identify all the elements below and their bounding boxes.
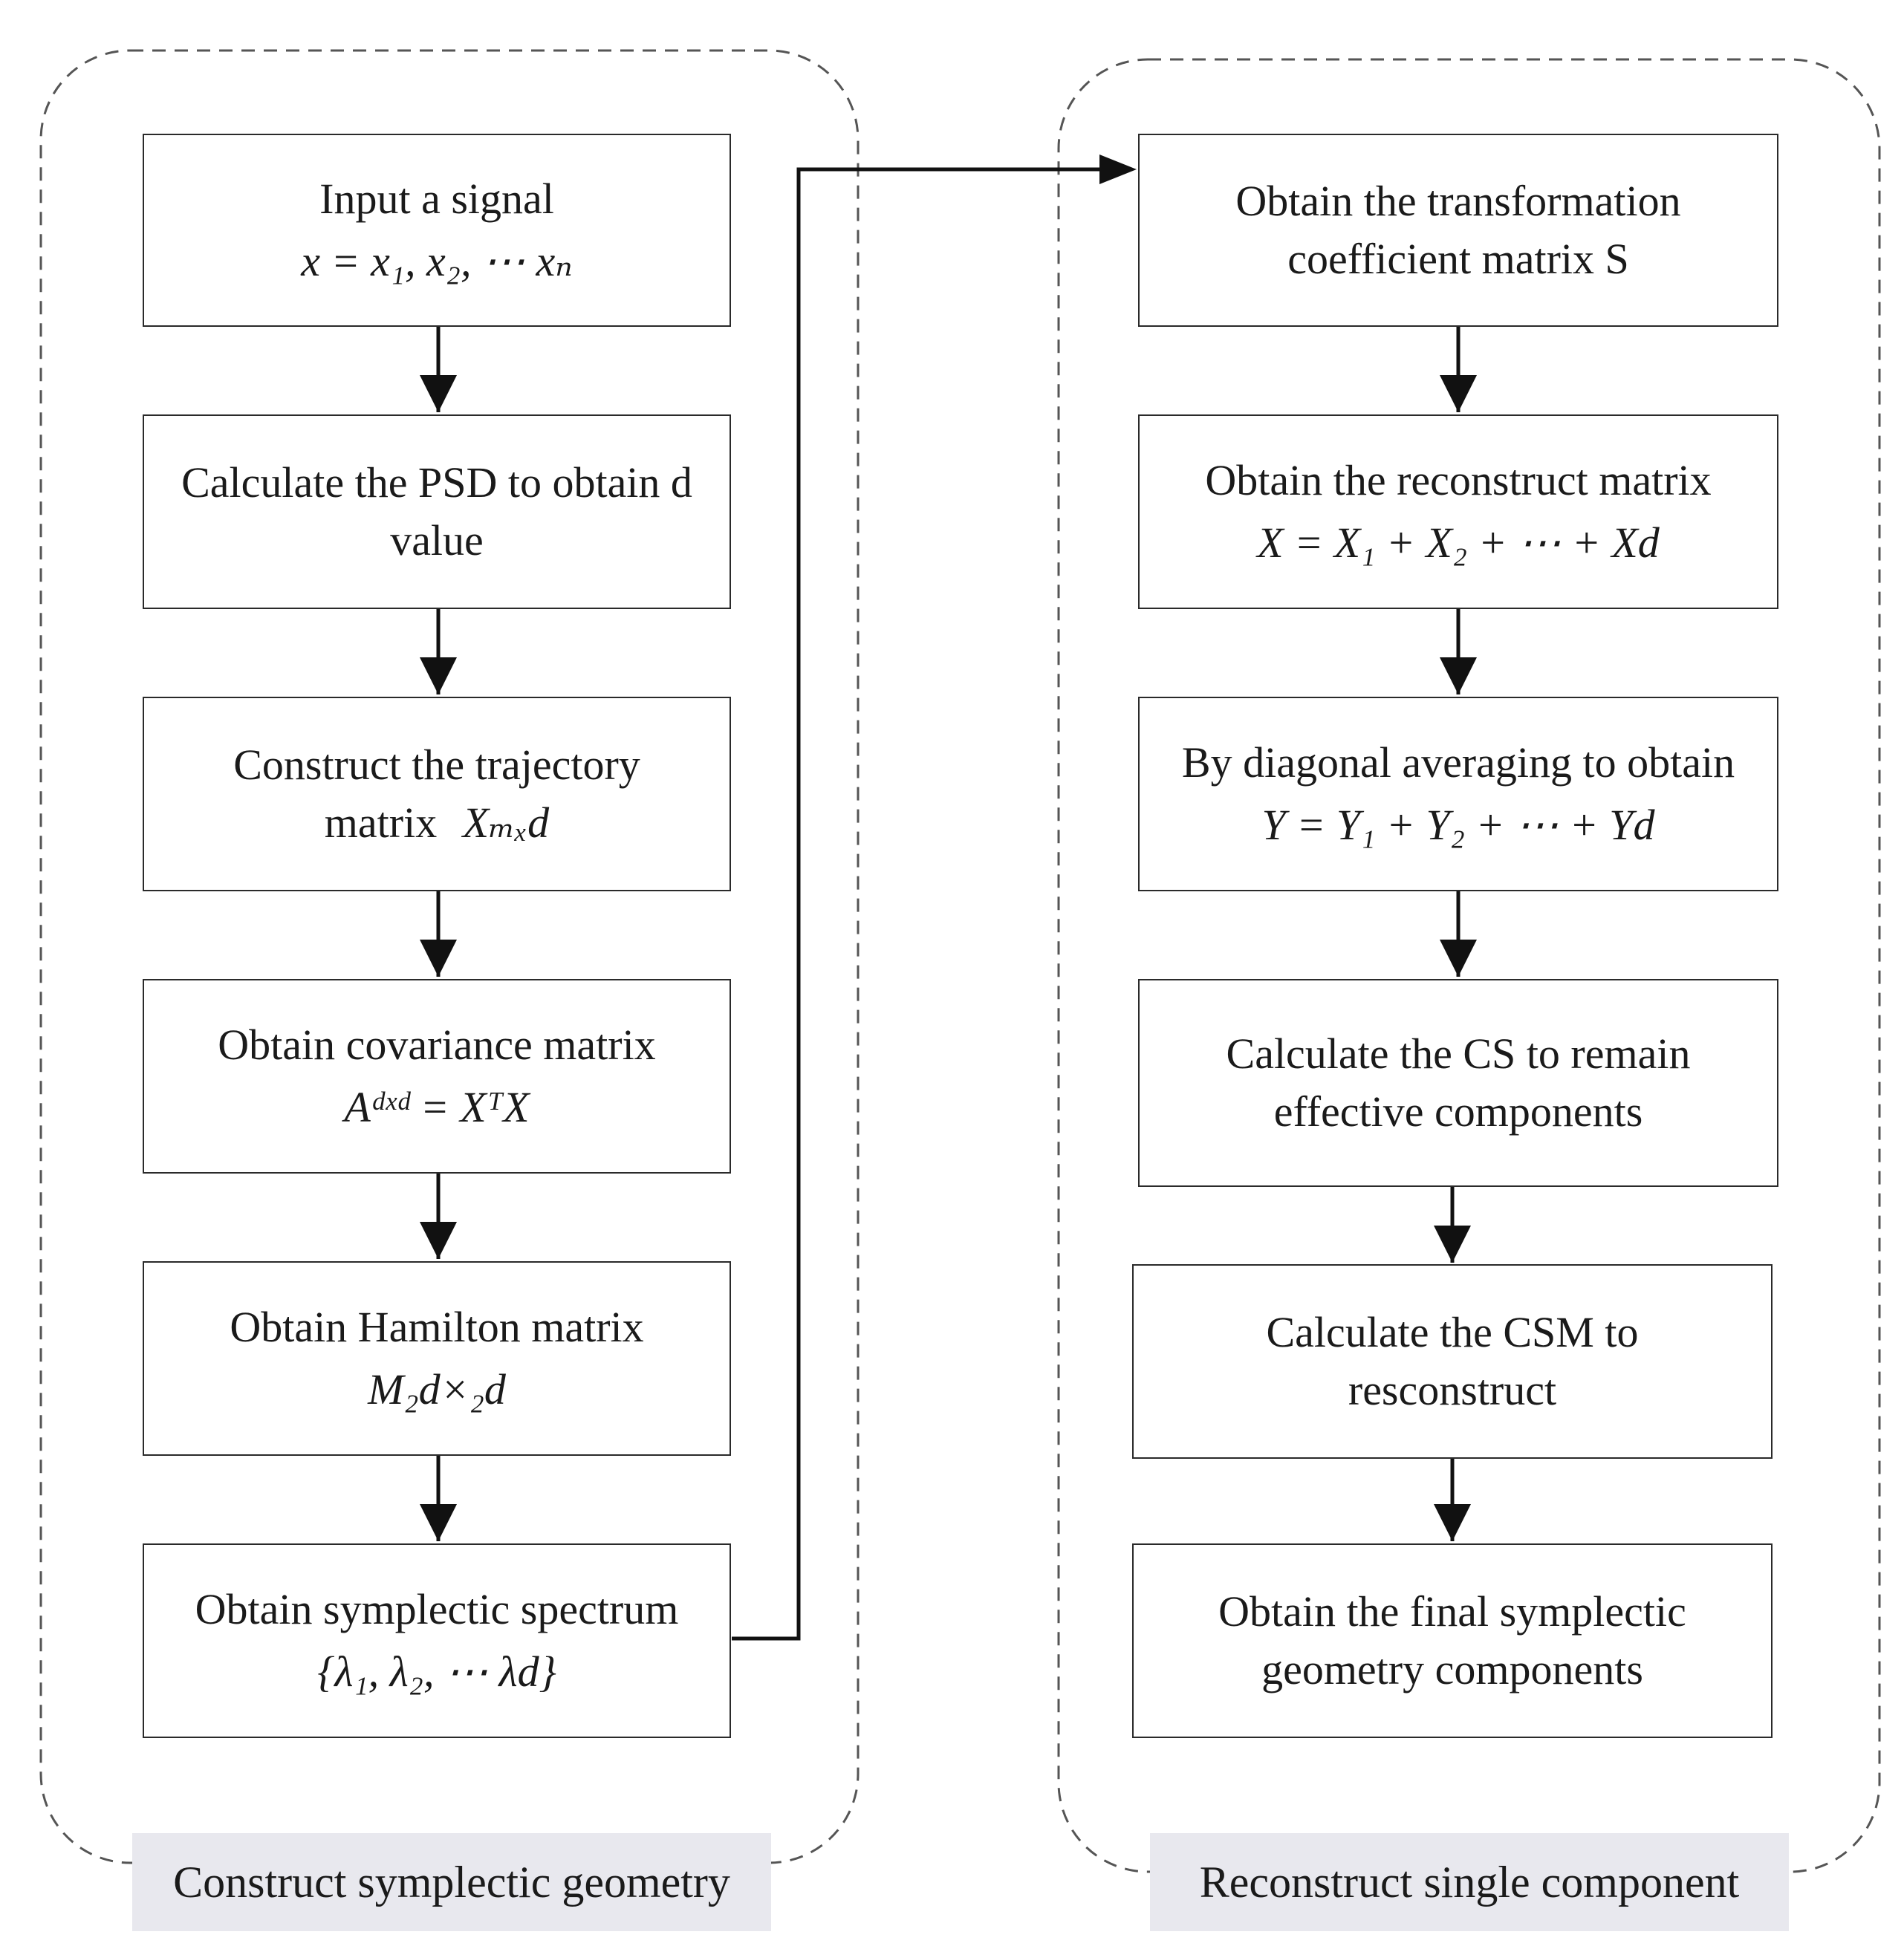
step-hamilton-matrix: Obtain Hamilton matrix M₂d×₂d [143, 1261, 731, 1456]
step-calculate-cs: Calculate the CS to remain effective com… [1138, 979, 1778, 1187]
step-transformation-line2: coefficient matrix S [1287, 235, 1629, 283]
step-calculate-psd-line2: value [390, 516, 484, 564]
step-transformation-matrix: Obtain the transformation coefficient ma… [1138, 134, 1778, 327]
step-symplectic-spectrum: Obtain symplectic spectrum {λ₁, λ₂, ⋯ λd… [143, 1543, 731, 1738]
step-hamilton-text: Obtain Hamilton matrix [230, 1302, 644, 1351]
covariance-formula: Aᵈˣᵈ = XᵀX [344, 1083, 530, 1131]
step-covariance-matrix: Obtain covariance matrix Aᵈˣᵈ = XᵀX [143, 979, 731, 1174]
step-input-signal: Input a signal x = x₁, x₂, ⋯ xₙ [143, 134, 731, 327]
step-diagonal-text: By diagonal averaging to obtain [1181, 738, 1735, 787]
step-reconstruct-matrix: Obtain the reconstruct matrix X = X₁ + X… [1138, 414, 1778, 609]
trajectory-formula: Xₘₓd [462, 798, 550, 847]
step-calculate-csm-line2: resconstruct [1348, 1366, 1557, 1414]
signal-formula: x = x₁, x₂, ⋯ xₙ [301, 237, 573, 285]
step-trajectory-line1: Construct the trajectory [233, 740, 640, 789]
step-transformation-line1: Obtain the transformation [1235, 176, 1681, 225]
connector-arrowhead [1099, 154, 1137, 184]
step-final-line1: Obtain the final symplectic [1218, 1587, 1686, 1636]
step-calculate-csm-line1: Calculate the CSM to [1266, 1307, 1639, 1356]
step-diagonal-averaging: By diagonal averaging to obtain Y = Y₁ +… [1138, 697, 1778, 891]
step-final-components: Obtain the final symplectic geometry com… [1132, 1543, 1773, 1738]
left-group-container [39, 49, 860, 1864]
step-trajectory-line2: matrix [324, 798, 438, 847]
step-calculate-cs-line2: effective components [1273, 1087, 1643, 1136]
step-calculate-psd: Calculate the PSD to obtain d value [143, 414, 731, 609]
step-calculate-csm: Calculate the CSM to resconstruct [1132, 1264, 1773, 1459]
hamilton-formula: M₂d×₂d [368, 1365, 506, 1413]
step-trajectory-line2-row: matrix Xₘₓd [325, 794, 549, 852]
step-final-line2: geometry components [1261, 1645, 1643, 1693]
left-group-label: Construct symplectic geometry [132, 1833, 771, 1931]
diagonal-formula: Y = Y₁ + Y₂ + ⋯ + Yd [1261, 801, 1655, 849]
step-input-signal-text: Input a signal [319, 174, 554, 223]
step-reconstruct-text: Obtain the reconstruct matrix [1205, 455, 1712, 504]
reconstruct-formula: X = X₁ + X₂ + ⋯ + Xd [1257, 518, 1660, 567]
connector-left-to-right [732, 167, 1099, 1641]
step-spectrum-text: Obtain symplectic spectrum [195, 1584, 679, 1633]
step-calculate-psd-line1: Calculate the PSD to obtain d [181, 458, 692, 507]
spectrum-formula: {λ₁, λ₂, ⋯ λd} [317, 1647, 556, 1696]
step-calculate-cs-line1: Calculate the CS to remain [1226, 1029, 1691, 1078]
step-trajectory-matrix: Construct the trajectory matrix Xₘₓd [143, 697, 731, 891]
step-covariance-text: Obtain covariance matrix [218, 1020, 656, 1069]
right-group-label: Reconstruct single component [1150, 1833, 1789, 1931]
